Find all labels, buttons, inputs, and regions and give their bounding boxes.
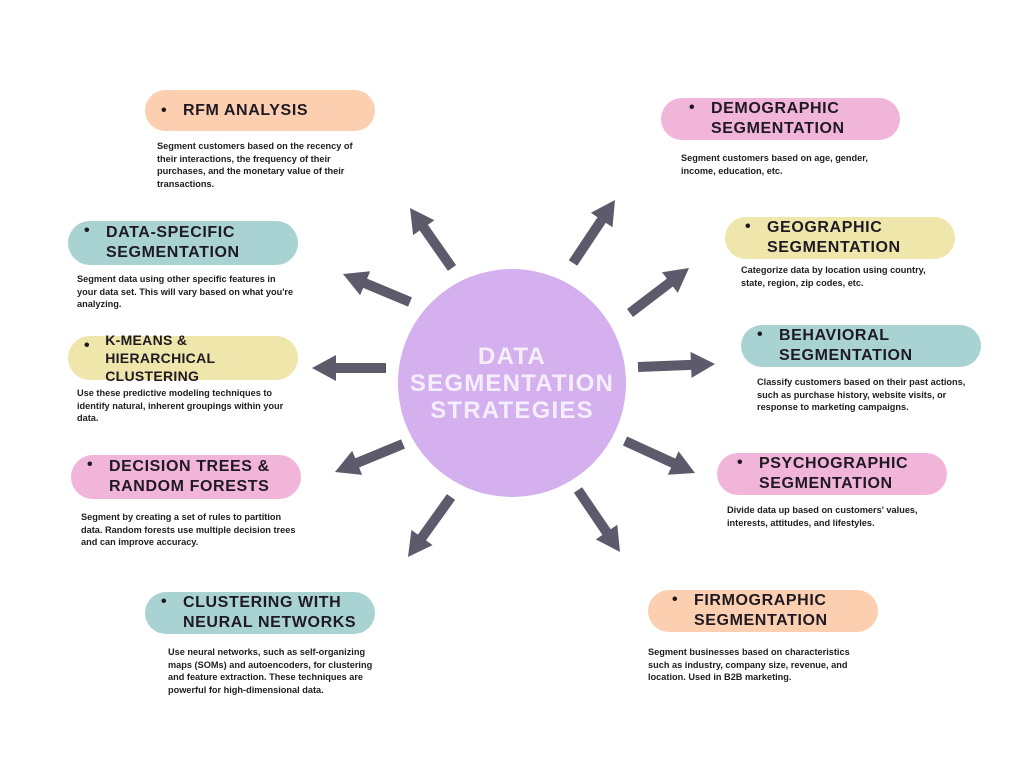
arrow-icon-demographic [568, 200, 615, 266]
bullet-icon: • [161, 593, 167, 610]
arrow-icon-decision-trees [335, 439, 405, 475]
strategy-pill-demographic: • DEMOGRAPHIC SEGMENTATION [661, 98, 900, 140]
strategy-description-behavioral: Classify customers based on their past a… [757, 377, 966, 413]
strategy-title: RFM ANALYSIS [183, 101, 309, 119]
strategy-title: CLUSTERING WITH NEURAL NETWORKS [183, 594, 357, 631]
arrow-icon-neural [408, 494, 456, 557]
strategy-pill-geographic: • GEOGRAPHIC SEGMENTATION [725, 217, 955, 259]
strategy-pill-psychographic: • PSYCHOGRAPHIC SEGMENTATION [717, 453, 947, 495]
arrow-icon-behavioral [637, 351, 715, 378]
strategy-pill-decision-trees: • DECISION TREES & RANDOM FORESTS [71, 455, 301, 499]
strategy-description-decision-trees: Segment by creating a set of rules to pa… [81, 512, 296, 548]
strategy-description-rfm: Segment customers based on the recency o… [157, 141, 353, 189]
strategy-title: FIRMOGRAPHIC SEGMENTATION [694, 592, 828, 629]
strategy-description-firmographic: Segment businesses based on characterist… [648, 647, 850, 683]
bullet-icon: • [84, 337, 90, 354]
strategy-title: DEMOGRAPHIC SEGMENTATION [711, 100, 845, 137]
strategy-description-psychographic: Divide data up based on customers' value… [727, 505, 918, 528]
strategy-description-data-specific: Segment data using other specific featur… [77, 274, 294, 310]
strategy-title: DECISION TREES & RANDOM FORESTS [109, 458, 270, 495]
bullet-icon: • [87, 456, 93, 473]
strategy-title: BEHAVIORAL SEGMENTATION [779, 327, 913, 364]
arrow-icon-psychographic [622, 436, 695, 475]
arrow-icon-data-specific [343, 271, 412, 307]
strategy-pill-data-specific: • DATA-SPECIFIC SEGMENTATION [68, 221, 298, 265]
bullet-icon: • [672, 591, 678, 608]
strategy-pill-behavioral: • BEHAVIORAL SEGMENTATION [741, 325, 981, 367]
strategy-pill-rfm: • RFM ANALYSIS [145, 90, 375, 131]
bullet-icon: • [84, 222, 90, 239]
strategy-description-demographic: Segment customers based on age, gender, … [681, 153, 868, 176]
bullet-icon: • [757, 326, 763, 343]
hub-title: DATA SEGMENTATION STRATEGIES [409, 342, 615, 424]
bullet-icon: • [737, 454, 743, 471]
bullet-icon: • [745, 218, 751, 235]
arrow-icon-kmeans [312, 355, 386, 381]
strategy-title: K-MEANS & HIERARCHICAL CLUSTERING [105, 332, 216, 384]
strategy-pill-firmographic: • FIRMOGRAPHIC SEGMENTATION [648, 590, 878, 632]
strategy-description-geographic: Categorize data by location using countr… [741, 265, 926, 288]
arrow-icon-rfm [410, 208, 457, 271]
strategy-pill-kmeans: • K-MEANS & HIERARCHICAL CLUSTERING [68, 332, 298, 384]
central-hub: DATA SEGMENTATION STRATEGIES [398, 269, 626, 497]
arrow-icon-geographic [627, 268, 689, 317]
strategy-description-kmeans: Use these predictive modeling techniques… [77, 388, 284, 424]
arrow-icon-firmographic [573, 487, 620, 552]
strategy-description-neural: Use neural networks, such as self-organi… [168, 647, 373, 695]
strategy-title: DATA-SPECIFIC SEGMENTATION [106, 224, 240, 261]
bullet-icon: • [161, 101, 167, 119]
strategy-pill-neural: • CLUSTERING WITH NEURAL NETWORKS [145, 592, 375, 634]
bullet-icon: • [689, 99, 695, 116]
strategy-title: PSYCHOGRAPHIC SEGMENTATION [759, 455, 909, 492]
strategy-title: GEOGRAPHIC SEGMENTATION [767, 219, 901, 256]
